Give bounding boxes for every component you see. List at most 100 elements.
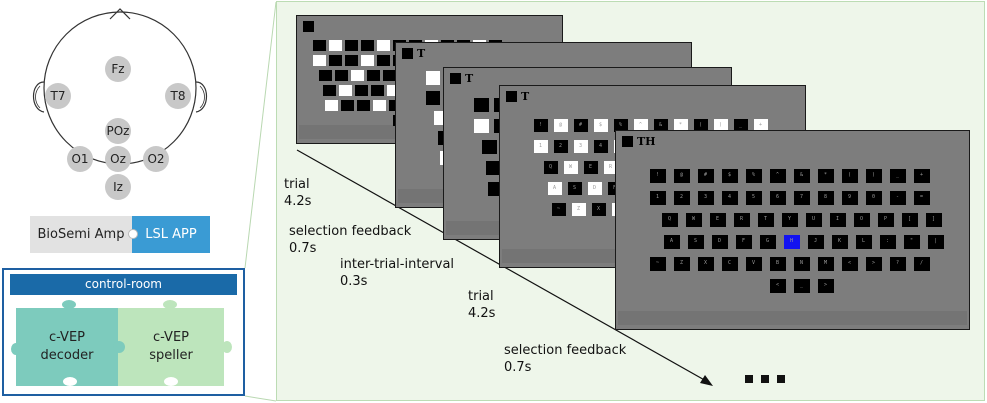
screen-status-square	[450, 73, 461, 84]
speller-key-label: A	[553, 184, 557, 191]
step-duration: 4.2s	[468, 306, 496, 321]
speller-key-label: D	[718, 238, 722, 244]
speller-top-knob	[163, 300, 177, 309]
speller-key-label: &	[800, 172, 804, 178]
speller-key	[329, 40, 342, 51]
speller-key-label: )	[872, 172, 876, 178]
step-label: inter-trial-interval	[340, 257, 455, 272]
speller-key-label: Z	[577, 205, 581, 212]
speller-key	[880, 235, 896, 249]
electrode-oz: Oz	[105, 146, 131, 172]
speller-key-label: X	[597, 205, 601, 212]
speller-key	[650, 191, 666, 205]
speller-key	[794, 169, 810, 183]
speller-key	[734, 119, 748, 132]
speller-key	[854, 213, 870, 227]
speller-key-label: E	[589, 163, 593, 170]
speller-key	[746, 257, 762, 271]
speller-key-label: +	[920, 172, 924, 178]
speller-key-label: K	[838, 238, 842, 244]
speller-key	[554, 140, 568, 153]
speller-key	[746, 169, 762, 183]
speller-key	[758, 213, 774, 227]
speller-key	[361, 40, 374, 51]
speller-key	[377, 40, 390, 51]
speller-key-label: [	[908, 216, 912, 222]
speller-key-label: 7	[800, 194, 804, 200]
speller-bottom-notch	[164, 377, 178, 386]
speller-key	[387, 85, 400, 96]
speller-key	[345, 40, 358, 51]
speller-key	[588, 182, 602, 195]
speller-key-label: O	[860, 216, 864, 222]
speller-key	[890, 169, 906, 183]
speller-key	[770, 257, 786, 271]
speller-key-label: Q	[549, 163, 553, 170]
speller-key	[534, 119, 548, 132]
speller-key-label: _	[800, 282, 804, 288]
step-label: selection feedback	[289, 224, 412, 239]
speller-key	[746, 191, 762, 205]
speller-key-label: S	[573, 184, 577, 191]
speller-key-label: %	[619, 121, 623, 128]
step-duration: 0.7s	[504, 360, 532, 375]
speller-key	[572, 203, 586, 216]
speller-key	[734, 213, 750, 227]
screen-status-square	[303, 21, 314, 32]
speller-key-label: =	[920, 194, 924, 200]
speller-key-label: ?	[896, 260, 900, 266]
speller-key	[674, 169, 690, 183]
speller-key	[914, 257, 930, 271]
speller-key	[832, 235, 848, 249]
speller-key-label: 4	[728, 194, 732, 200]
speller-key	[694, 119, 708, 132]
electrode-t7: T7	[45, 83, 71, 109]
speller-key	[319, 70, 332, 81]
speller-right-knob	[222, 341, 232, 353]
screen-status-square	[402, 48, 413, 59]
speller-key	[794, 279, 810, 293]
speller-key-label: !	[656, 172, 660, 178]
speller-key	[754, 119, 768, 132]
electrode-o1: O1	[67, 146, 93, 172]
speller-key	[614, 119, 628, 132]
speller-key	[904, 235, 920, 249]
speller-key-label: <	[776, 282, 780, 288]
speller-key	[552, 203, 566, 216]
speller-key	[594, 140, 608, 153]
timeline-step-4: trial 4.2s	[468, 288, 495, 322]
speller-key-label: S	[694, 238, 698, 244]
speller-puzzle-piece: c-VEP speller	[118, 308, 224, 386]
decoder-right-knob	[113, 341, 125, 353]
speller-key	[594, 119, 608, 132]
screen-status-square	[622, 136, 633, 147]
ellipsis-dot	[777, 375, 785, 383]
speller-key	[866, 257, 882, 271]
speller-key	[325, 100, 338, 111]
screen-typed-text: TH	[637, 134, 656, 148]
speller-label-line2: speller	[149, 348, 193, 363]
ellipsis-dot	[745, 375, 753, 383]
speller-key	[712, 235, 728, 249]
speller-key-label: ^	[639, 121, 643, 128]
speller-key	[377, 55, 390, 66]
speller-key	[842, 257, 858, 271]
speller-key	[357, 100, 370, 111]
speller-key-label: 9	[848, 194, 852, 200]
speller-key	[371, 85, 384, 96]
speller-key-label: Z	[680, 260, 684, 266]
speller-key	[474, 119, 489, 133]
speller-key	[584, 161, 598, 174]
speller-key-label: F	[742, 238, 746, 244]
speller-key-label: ~	[557, 205, 561, 212]
speller-key	[722, 257, 738, 271]
speller-key-label: #	[579, 121, 583, 128]
speller-key	[818, 279, 834, 293]
speller-key-label: $	[599, 121, 603, 128]
speller-key	[554, 119, 568, 132]
speller-key	[914, 191, 930, 205]
timeline-step-2: selection feedback 0.7s	[289, 223, 411, 257]
ellipsis-dot	[761, 375, 769, 383]
speller-key-label: C	[728, 260, 732, 266]
